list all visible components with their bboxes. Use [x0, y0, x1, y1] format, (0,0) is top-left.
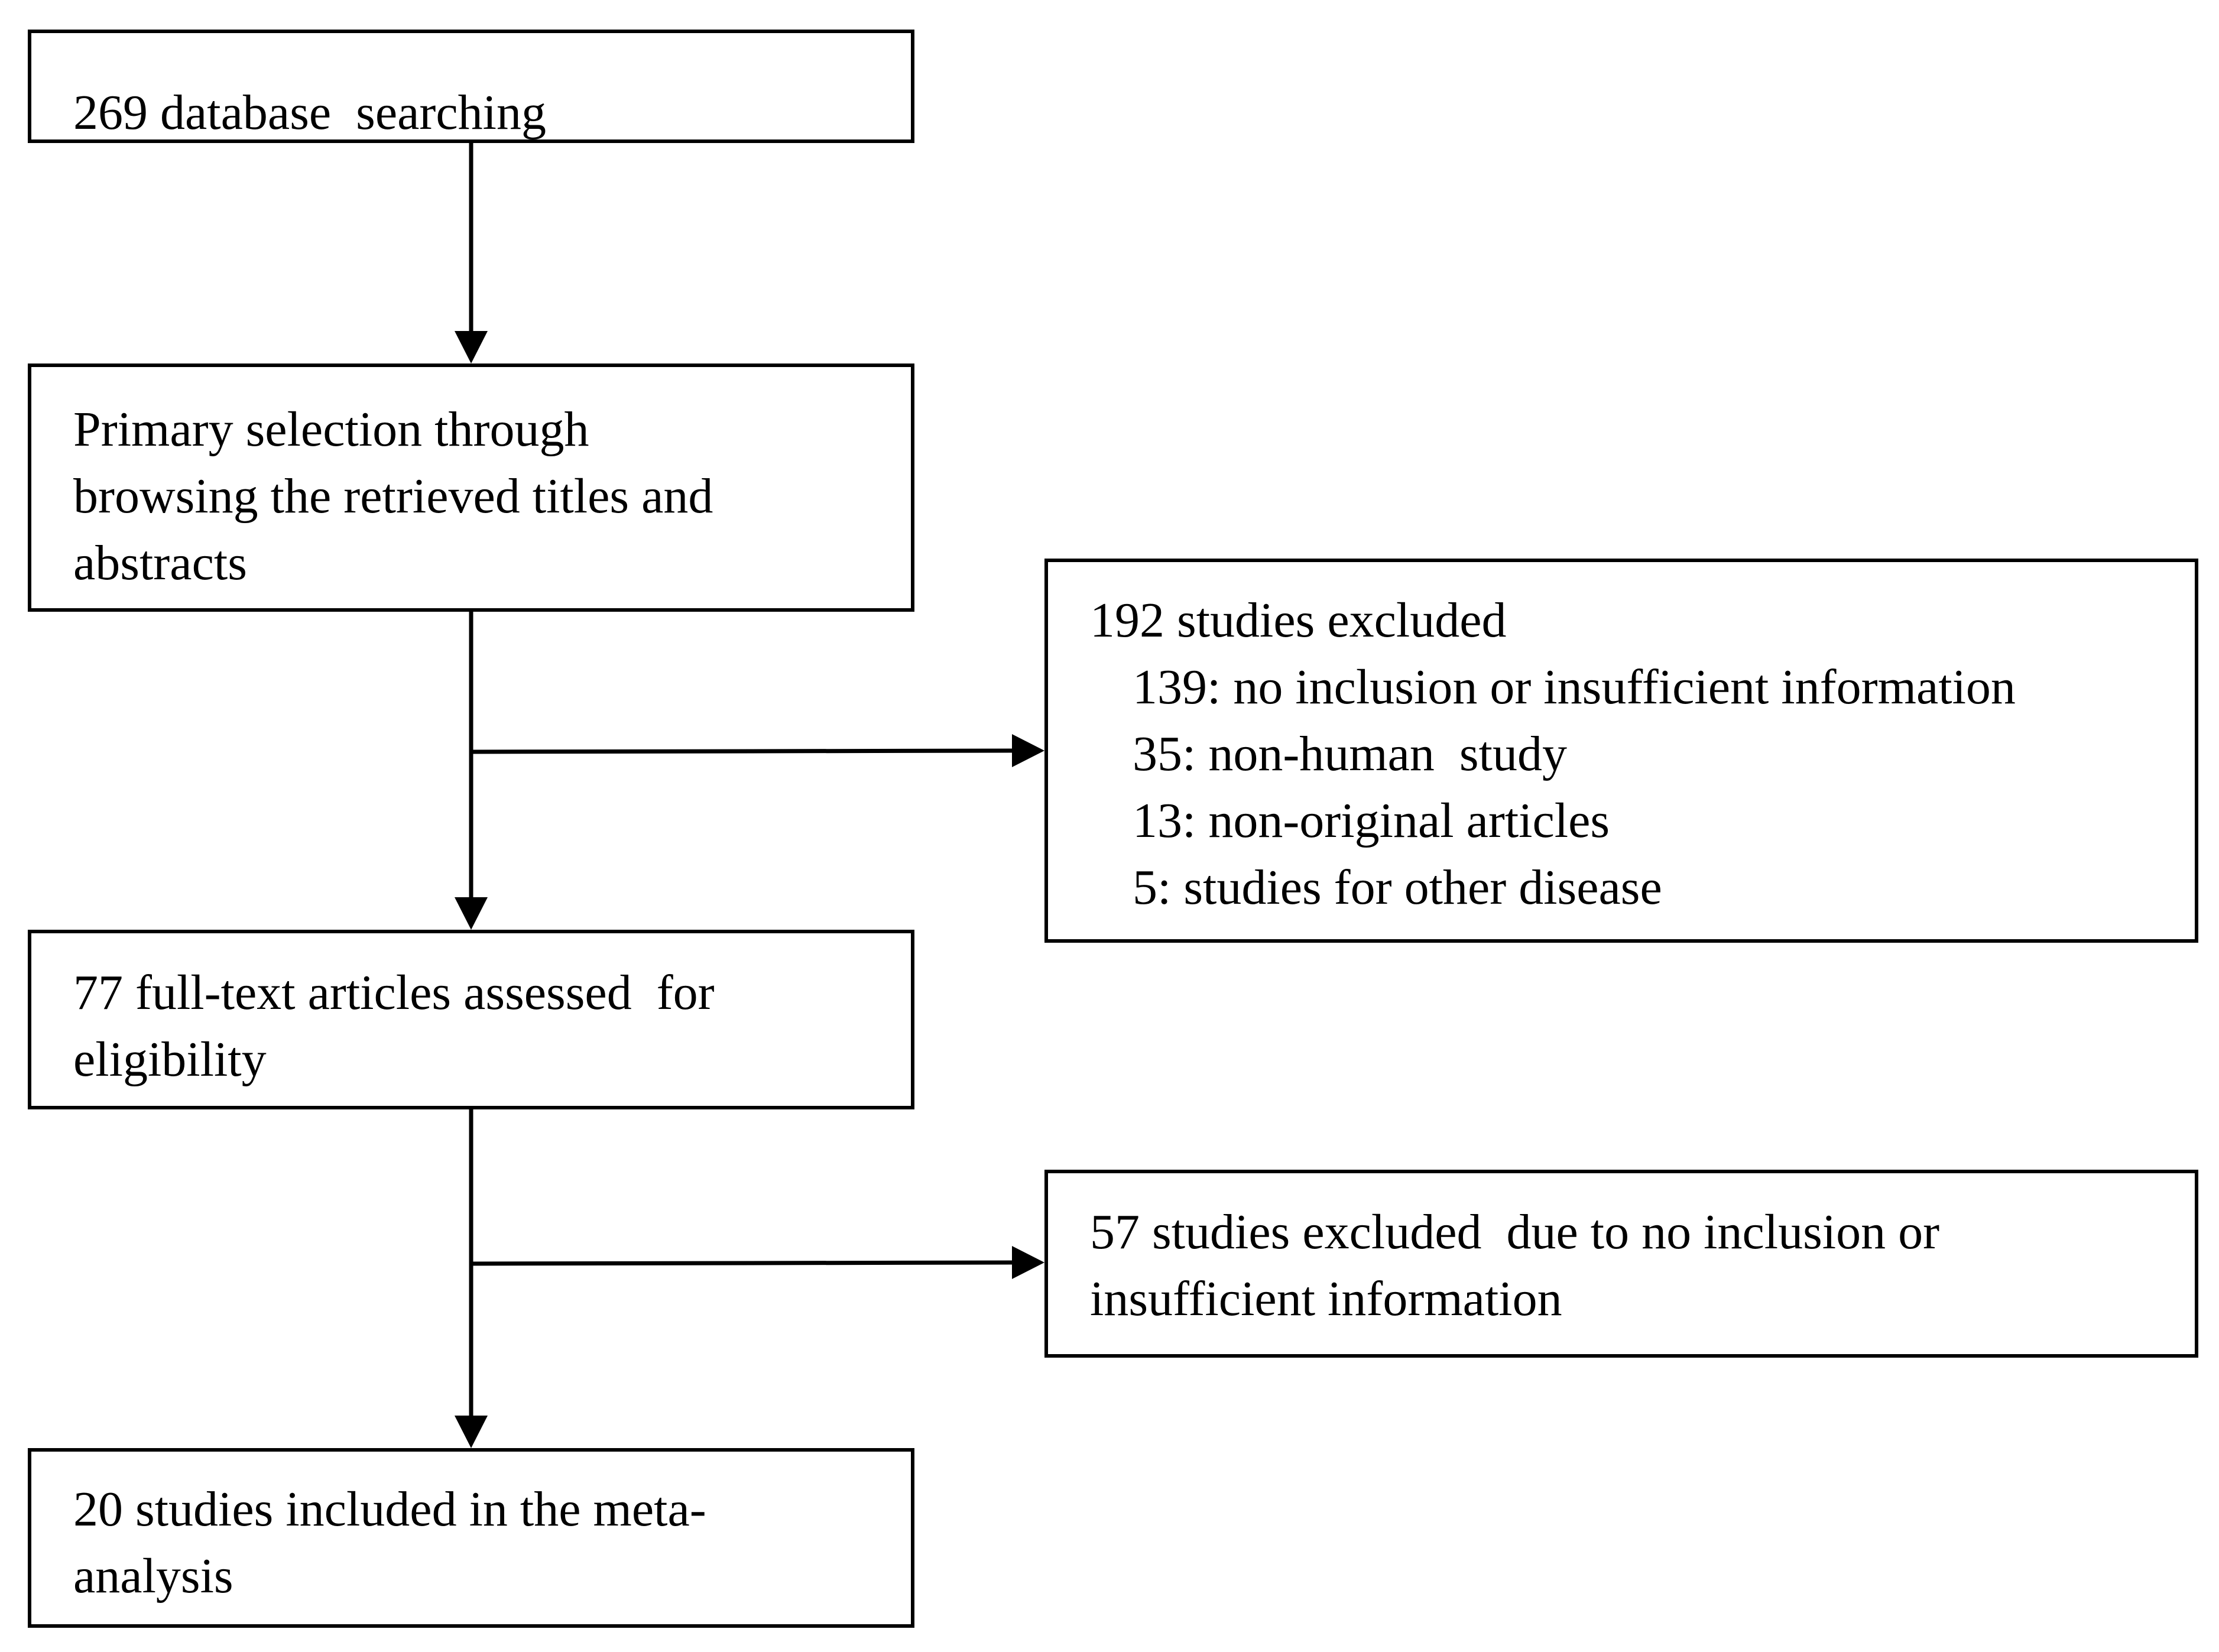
- node-text-line: 57 studies excluded due to no inclusion …: [1090, 1205, 1940, 1260]
- exclusion-reason: 13: non-original articles: [1133, 793, 1610, 848]
- arrow-screening-to-excluded-first: [471, 734, 1044, 767]
- exclusion-reason: 139: no inclusion or insufficient inform…: [1133, 660, 2016, 715]
- node-text-line: browsing the retrieved titles and: [73, 469, 713, 524]
- arrow-eligibility-to-included: [455, 1109, 488, 1448]
- node-text-line: 20 studies included in the meta-: [73, 1482, 706, 1537]
- node-database-search: 269 database searching: [28, 30, 914, 143]
- node-text-line: Primary selection through: [73, 402, 589, 457]
- node-excluded-second: 57 studies excluded due to no inclusion …: [1044, 1170, 2198, 1358]
- node-studies-included: 20 studies included in the meta- analysi…: [28, 1448, 914, 1628]
- exclusion-reason: 5: studies for other disease: [1133, 860, 1662, 915]
- node-text-line: insufficient information: [1090, 1271, 1562, 1326]
- arrow-eligibility-to-excluded-second: [471, 1246, 1044, 1279]
- node-primary-selection: Primary selection through browsing the r…: [28, 363, 914, 612]
- node-text-line: eligibility: [73, 1032, 267, 1087]
- excluded-heading: 192 studies excluded: [1090, 593, 1507, 648]
- node-excluded-first: 192 studies excluded 139: no inclusion o…: [1044, 559, 2198, 943]
- node-text-line: 269 database searching: [73, 85, 547, 140]
- node-full-text-eligibility: 77 full-text articles assessed for eligi…: [28, 930, 914, 1109]
- arrow-screening-to-eligibility: [455, 612, 488, 930]
- node-text-line: abstracts: [73, 535, 247, 590]
- exclusion-reason: 35: non-human study: [1133, 726, 1567, 781]
- node-text-line: analysis: [73, 1549, 233, 1604]
- node-text-line: 77 full-text articles assessed for: [73, 965, 715, 1020]
- arrow-search-to-screening: [455, 143, 488, 363]
